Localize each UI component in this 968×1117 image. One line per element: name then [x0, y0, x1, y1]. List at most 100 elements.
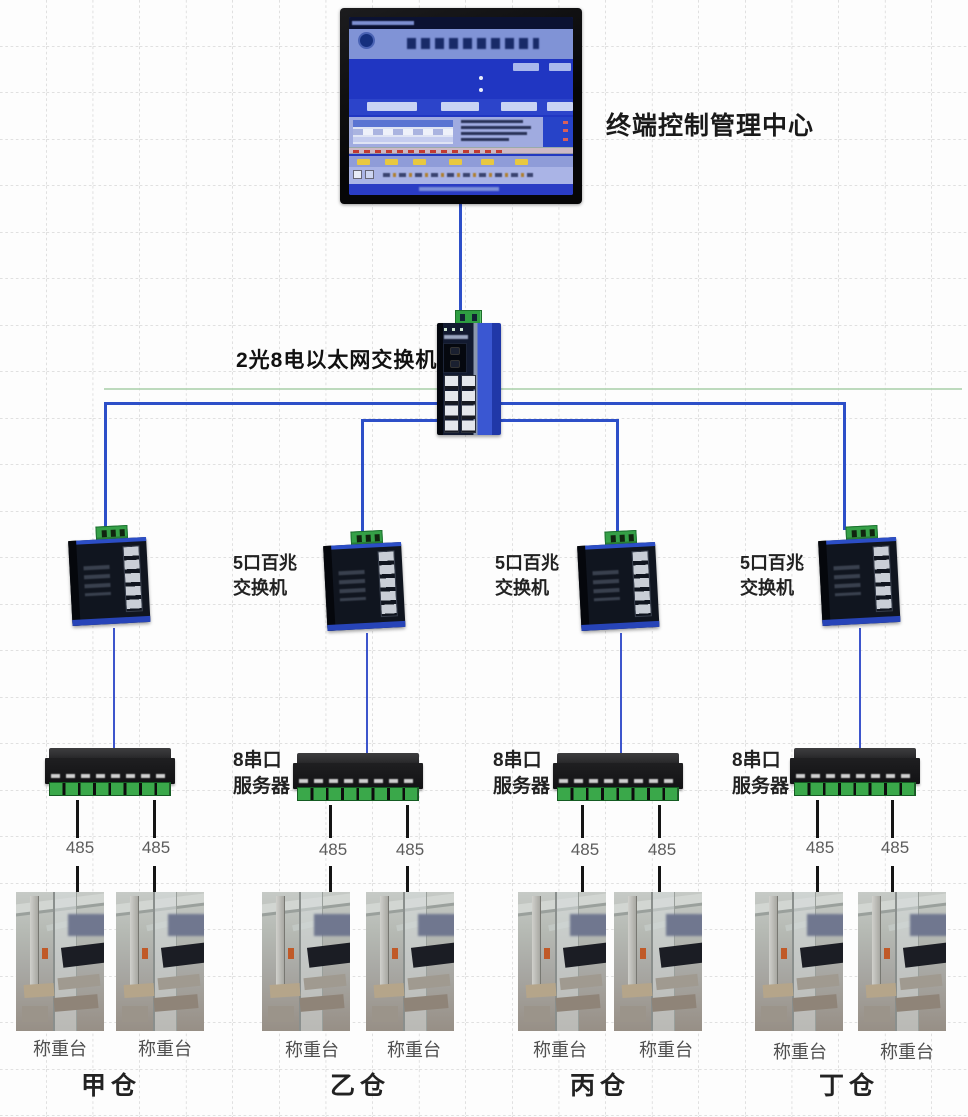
- cable-485-6a: [658, 805, 661, 838]
- indicator-dot: [479, 76, 483, 80]
- message-text-blur: [383, 173, 533, 177]
- weighing-platform-photo-4: [366, 892, 454, 1031]
- switch-5port-1: [67, 524, 151, 628]
- info-text-block: [461, 119, 535, 145]
- warehouse-label-1: 甲仓: [80, 1072, 141, 1100]
- side-panel: [543, 117, 573, 147]
- weighing-platform-photo-8: [858, 892, 946, 1031]
- status-button-row: [349, 156, 573, 167]
- green-terminal-row: [297, 787, 419, 801]
- table-header: [353, 120, 453, 127]
- platform-label: 称重台: [880, 1042, 934, 1062]
- fiber-port-panel: [443, 343, 467, 373]
- rj45-port-column: [444, 375, 459, 433]
- port-labels-blur: [299, 779, 417, 783]
- fiber-port: [450, 347, 460, 355]
- cable-485-2b: [153, 866, 156, 893]
- rj45-port-column: [122, 545, 143, 613]
- cable-485-7b: [816, 866, 819, 893]
- green-terminal-row: [794, 782, 916, 796]
- rj45-port-column: [872, 545, 893, 613]
- weighing-platform-photo-6: [614, 892, 702, 1031]
- power-terminal-block: [455, 310, 482, 324]
- cable-485-label: 485: [318, 840, 348, 859]
- alert-strip: [349, 147, 573, 154]
- screen-toolbar-band: [349, 59, 573, 117]
- platform-label: 称重台: [773, 1042, 827, 1062]
- cable-485-4a: [406, 805, 409, 838]
- cable-485-1b: [76, 866, 79, 893]
- platform-label: 称重台: [533, 1040, 587, 1060]
- switch-5port-label-2: 5口百兆 交换机: [495, 553, 560, 598]
- backbone-drop-switch1: [104, 402, 107, 529]
- serial-server-2: [293, 753, 423, 805]
- table-row: [353, 129, 453, 135]
- cable-485-5a: [581, 805, 584, 838]
- backbone-drop-switch4: [843, 402, 846, 530]
- cable-485-label: 485: [647, 840, 677, 859]
- weighing-platform-photo-2: [116, 892, 204, 1031]
- link-switch2-server2: [366, 633, 368, 755]
- switch-5port-3: [576, 529, 660, 633]
- link-switch3-server3: [620, 633, 622, 755]
- switch-5port-2: [322, 529, 406, 633]
- serial-server-3: [553, 753, 683, 805]
- cable-485-label: 485: [805, 838, 835, 857]
- backbone-drop-switch2: [361, 419, 364, 535]
- port-labels-blur: [51, 774, 169, 778]
- titlebar-text-blur: [352, 21, 414, 25]
- message-bar: [349, 167, 573, 184]
- switch-body: [577, 542, 660, 631]
- weighing-platform-photo-1: [16, 892, 104, 1031]
- switch-5port-4: [817, 524, 901, 628]
- toolbar-chip: [549, 63, 571, 71]
- table-row: [353, 137, 453, 142]
- input-box: [441, 102, 479, 111]
- app-logo-icon: [358, 32, 375, 49]
- warehouse-label-2: 乙仓: [329, 1072, 390, 1100]
- weighing-platform-photo-3: [262, 892, 350, 1031]
- rj45-port-column: [461, 375, 476, 433]
- link-monitor-to-main-switch: [459, 203, 462, 311]
- cable-485-3b: [329, 866, 332, 893]
- input-box: [547, 102, 573, 111]
- platform-label: 称重台: [387, 1040, 441, 1060]
- toolbar-chip: [513, 63, 539, 71]
- model-label-blur: [833, 564, 861, 597]
- switch-body: [818, 537, 901, 626]
- data-table: [353, 120, 453, 144]
- cable-485-8a: [891, 800, 894, 838]
- cable-485-8b: [891, 866, 894, 893]
- warehouse-label-3: 丙仓: [569, 1072, 630, 1100]
- faint-green-backbone-line: [104, 388, 962, 390]
- screen-title-blur: [407, 38, 539, 49]
- platform-label: 称重台: [639, 1040, 693, 1060]
- model-label-blur: [338, 569, 366, 602]
- input-row: [349, 99, 573, 115]
- port-labels-blur: [559, 779, 677, 783]
- fiber-port: [450, 360, 460, 368]
- weighing-platform-photo-5: [518, 892, 606, 1031]
- rj45-port-column: [631, 550, 652, 618]
- serial-server-4: [790, 748, 920, 800]
- taskbar-icon: [365, 170, 374, 179]
- link-switch4-server4: [859, 628, 861, 750]
- led-indicators: [444, 328, 466, 331]
- cable-485-2a: [153, 800, 156, 838]
- switch-body: [323, 542, 406, 631]
- model-label-blur: [83, 564, 111, 597]
- cable-485-6b: [658, 866, 661, 893]
- indicator-dot: [479, 88, 483, 92]
- switch-5port-label-1: 5口百兆 交换机: [233, 553, 298, 598]
- cable-485-3a: [329, 805, 332, 838]
- control-center-monitor: [340, 8, 582, 204]
- screen-content-area: [349, 117, 573, 147]
- switch-body: [437, 323, 501, 435]
- screen-bottom-strip: [349, 184, 573, 195]
- serial-server-label-1: 8串口 服务器: [233, 750, 291, 797]
- cable-485-4b: [406, 866, 409, 893]
- serial-server-label-2: 8串口 服务器: [493, 750, 551, 797]
- switch-5port-label-3: 5口百兆 交换机: [740, 553, 805, 598]
- cable-485-label: 485: [880, 838, 910, 857]
